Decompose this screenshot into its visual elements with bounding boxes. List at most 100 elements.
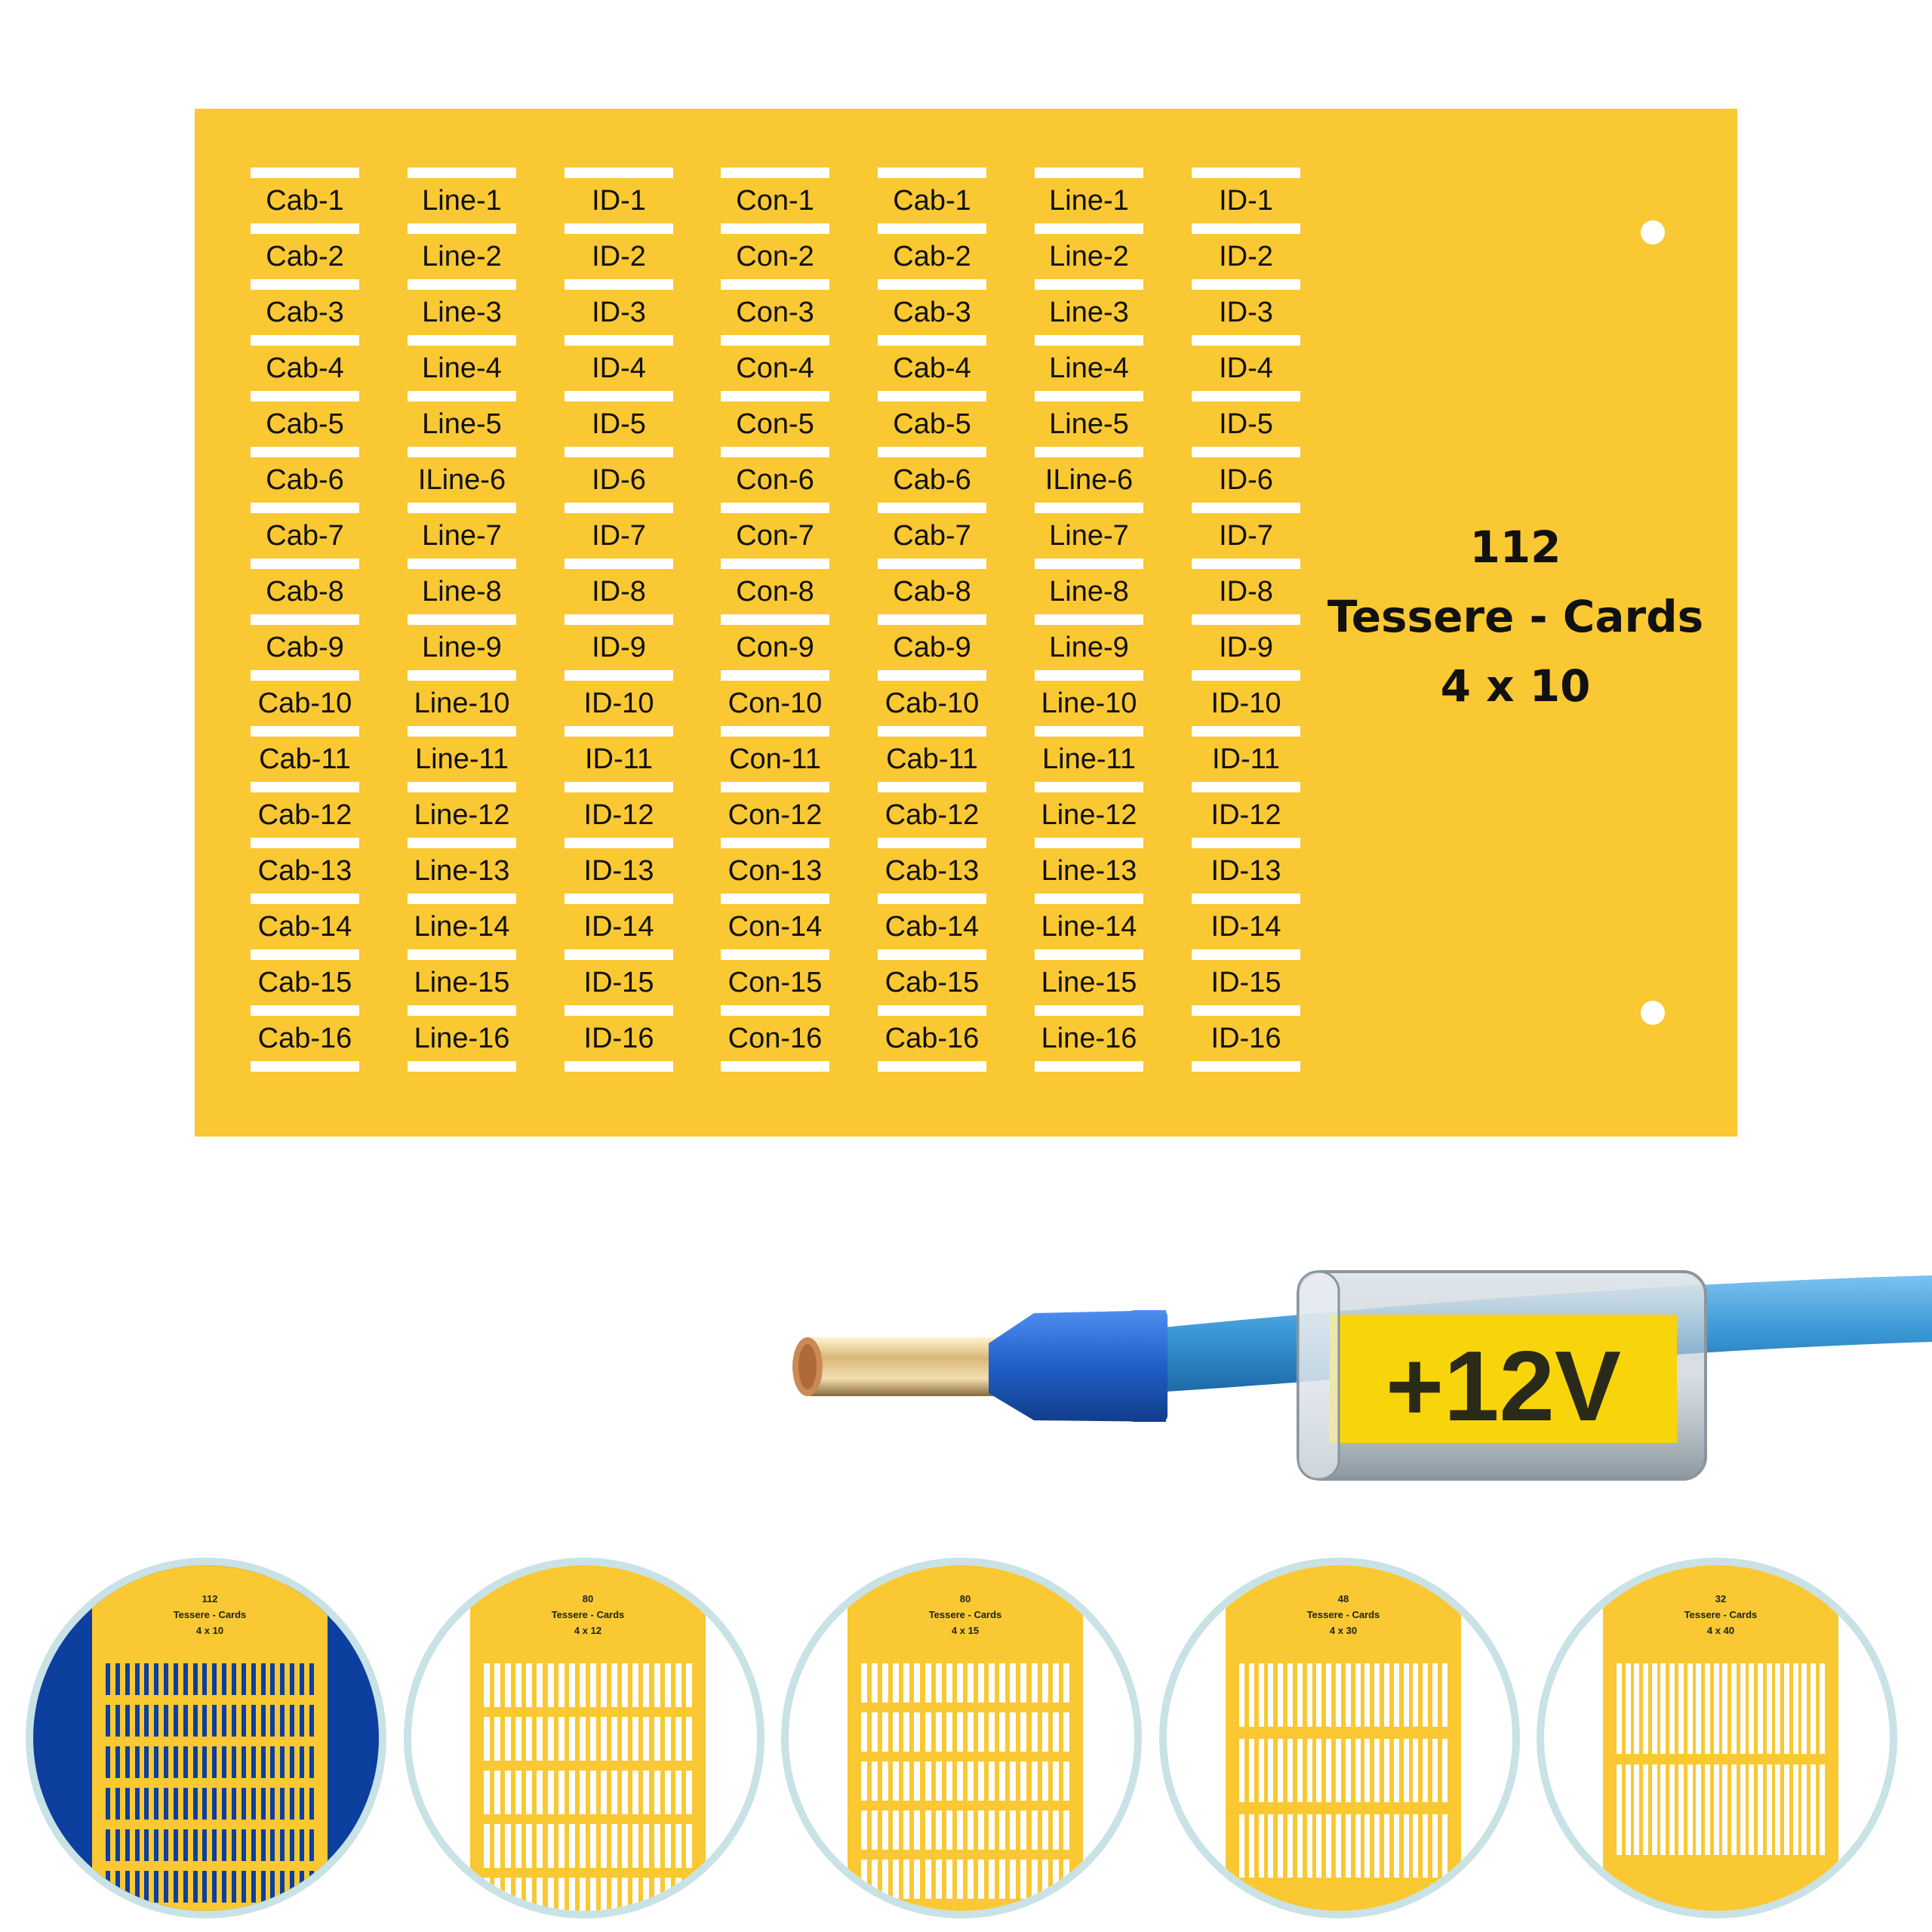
mini-strip: [1383, 1663, 1389, 1727]
label-strip: [251, 894, 359, 904]
label-strip: [1192, 726, 1300, 737]
mini-strip: [484, 1878, 490, 1911]
mini-strip: [999, 1761, 1006, 1801]
label-strip: [1035, 1061, 1143, 1072]
mini-strip: [1403, 1739, 1409, 1802]
mini-strip: [1297, 1739, 1303, 1802]
mini-strip: [1374, 1739, 1380, 1802]
mini-strip: [654, 1824, 660, 1868]
mini-strip-grid: [1239, 1663, 1447, 1890]
mini-strip: [1660, 1663, 1666, 1754]
mini-strip: [1651, 1764, 1657, 1855]
mini-strip: [280, 1871, 285, 1903]
label-strip: [1192, 503, 1300, 513]
card-label: Line-14: [1041, 911, 1137, 943]
mini-strip: [537, 1824, 543, 1868]
mini-strip: [1393, 1739, 1399, 1802]
mini-strip: [924, 1663, 931, 1703]
mini-strip: [222, 1871, 227, 1903]
mini-strip: [1678, 1764, 1684, 1855]
mini-strip: [978, 1860, 985, 1899]
mini-strip: [251, 1746, 256, 1778]
mini-strip: [1678, 1663, 1684, 1754]
mini-strip: [1258, 1663, 1264, 1727]
mini-strip: [1713, 1663, 1719, 1754]
label-strip: [721, 223, 829, 234]
card-label: Cab-9: [893, 632, 971, 663]
mini-strip: [1355, 1663, 1361, 1727]
mini-strip: [914, 1712, 921, 1752]
label-strip: [251, 168, 359, 178]
label-strip: [721, 670, 829, 681]
mini-strip: [1248, 1739, 1254, 1802]
label-strip: [251, 726, 359, 737]
mini-strip: [1020, 1712, 1027, 1752]
mini-strip: [999, 1860, 1006, 1899]
mini-strip: [241, 1746, 246, 1778]
mini-strip-row: [1239, 1739, 1447, 1802]
label-strip: [251, 223, 359, 234]
mini-strip: [547, 1770, 554, 1814]
label-strip: [408, 447, 516, 457]
mini-strip: [675, 1878, 681, 1911]
mini-strip: [579, 1878, 586, 1911]
mini-strip: [1239, 1663, 1244, 1727]
mini-strip: [1364, 1739, 1371, 1802]
label-strip: [1035, 614, 1143, 625]
mini-strip: [1403, 1663, 1409, 1727]
mini-strip-row: [106, 1705, 314, 1737]
label-strip: [1035, 894, 1143, 904]
label-strip: [1035, 726, 1143, 737]
mini-strip: [173, 1746, 178, 1778]
mini-strip: [893, 1860, 900, 1899]
card-label: Con-4: [736, 352, 814, 384]
mini-strip: [1383, 1814, 1389, 1878]
mini-strip: [144, 1788, 149, 1820]
mini-strip-row: [106, 1829, 314, 1861]
mini-strip: [654, 1717, 660, 1761]
mini-strip: [1268, 1663, 1274, 1727]
mini-strip: [914, 1810, 921, 1850]
mini-strip: [1413, 1814, 1419, 1878]
mini-strip: [309, 1871, 314, 1903]
mini-strip: [537, 1770, 543, 1814]
mini-strip: [685, 1717, 692, 1761]
label-strip: [565, 503, 673, 513]
label-strip: [565, 1005, 673, 1016]
mini-strip: [1306, 1739, 1312, 1802]
mini-strip: [579, 1663, 586, 1707]
mini-strip: [1052, 1663, 1059, 1703]
mini-strip: [903, 1860, 910, 1899]
mini-strip: [601, 1824, 608, 1868]
label-strip: [1192, 1061, 1300, 1072]
mini-strip: [1792, 1663, 1798, 1754]
card-label: ID-11: [584, 743, 654, 775]
mini-strip: [654, 1878, 660, 1911]
label-strip: [1192, 558, 1300, 569]
card-label: Con-13: [728, 855, 823, 887]
mini-strip: [622, 1717, 629, 1761]
mini-strip: [872, 1860, 878, 1899]
mini-card-size: 4 x 40: [1706, 1625, 1735, 1636]
mini-strip: [183, 1829, 188, 1861]
mini-strip: [526, 1878, 533, 1911]
label-strip: [721, 782, 829, 792]
card-label: Cab-16: [884, 1023, 980, 1054]
mini-strip: [967, 1810, 974, 1850]
card-name: Tessere - Cards: [1327, 591, 1704, 642]
mini-strip: [1345, 1739, 1351, 1802]
mini-strip: [924, 1860, 931, 1899]
mini-strip: [144, 1746, 149, 1778]
card-label: ID-9: [592, 632, 646, 663]
mini-strip: [183, 1746, 188, 1778]
mini-strip: [505, 1770, 512, 1814]
card-label: Con-8: [736, 576, 814, 608]
mini-strip: [1063, 1761, 1069, 1801]
label-strip: [1035, 168, 1143, 178]
mini-strip: [260, 1663, 266, 1695]
mini-strip: [622, 1663, 629, 1707]
